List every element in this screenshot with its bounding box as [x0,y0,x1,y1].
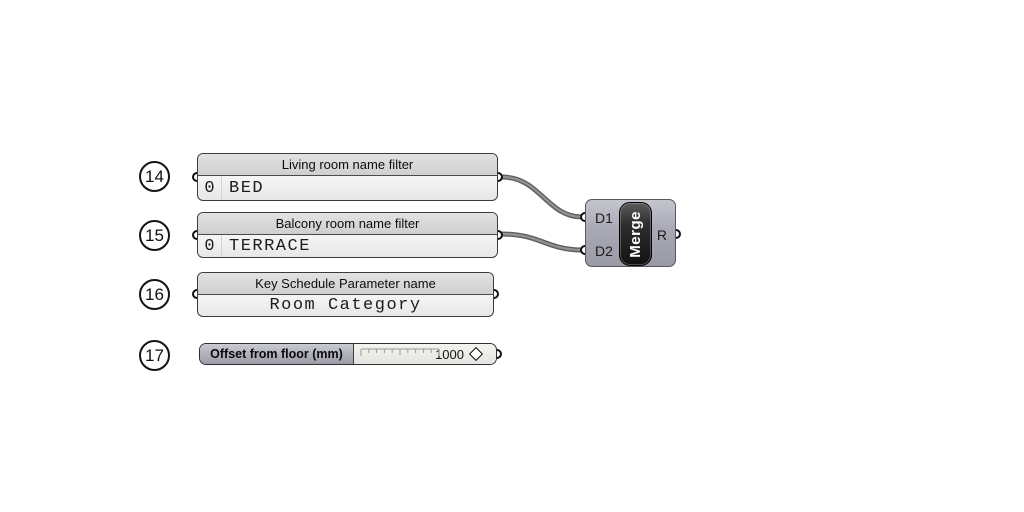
panel-box[interactable]: Key Schedule Parameter name Room Categor… [197,272,494,317]
wire-panel15-to-merge-d2[interactable] [499,231,585,253]
panel-value[interactable]: Room Category [269,296,422,315]
number-slider-offset-from-floor[interactable]: Offset from floor (mm) 1000 [199,343,502,365]
annotation-circle-15: 15 [139,220,170,251]
panel-body[interactable]: Room Category [198,295,493,316]
panel-key-schedule-parameter[interactable]: Key Schedule Parameter name Room Categor… [192,272,499,317]
panel-living-room-filter[interactable]: Living room name filter 0 BED [192,153,503,201]
merge-capsule[interactable]: Merge [619,202,652,266]
panel-title: Living room name filter [198,154,497,176]
merge-input-d2-label: D2 [595,243,613,259]
panel-body[interactable]: 0 BED [198,176,497,200]
merge-component[interactable]: D1 D2 R Merge [580,199,681,267]
row-index: 0 [198,235,222,257]
slider-grip-diamond-icon[interactable] [468,346,484,362]
slider-label: Offset from floor (mm) [200,344,354,364]
wire-panel14-to-merge-d1[interactable] [499,174,585,220]
row-index: 0 [198,176,222,200]
merge-box[interactable]: D1 D2 R Merge [585,199,676,267]
panel-box[interactable]: Balcony room name filter 0 TERRACE [197,212,498,258]
panel-value[interactable]: BED [229,178,265,198]
slider-value: 1000 [435,346,464,362]
merge-input-d1-label: D1 [595,210,613,226]
panel-value[interactable]: TERRACE [229,236,311,256]
annotation-circle-17: 17 [139,340,170,371]
panel-title: Balcony room name filter [198,213,497,235]
annotation-number: 14 [145,166,164,186]
panel-balcony-room-filter[interactable]: Balcony room name filter 0 TERRACE [192,212,503,258]
wire-panel14-highlight [500,175,584,219]
annotation-number: 15 [145,225,164,245]
annotation-number: 16 [145,284,164,304]
annotation-number: 17 [145,345,164,365]
slider-track[interactable]: 1000 [354,344,496,364]
annotation-circle-14: 14 [139,161,170,192]
merge-output-r-label: R [656,227,667,243]
annotation-circle-16: 16 [139,279,170,310]
panel-box[interactable]: Living room name filter 0 BED [197,153,498,201]
merge-label: Merge [627,210,644,258]
panel-body[interactable]: 0 TERRACE [198,235,497,257]
panel-title: Key Schedule Parameter name [198,273,493,295]
slider-ruler-icon [360,348,440,356]
slider-box[interactable]: Offset from floor (mm) 1000 [199,343,497,365]
wire-panel15-highlight [500,232,584,252]
